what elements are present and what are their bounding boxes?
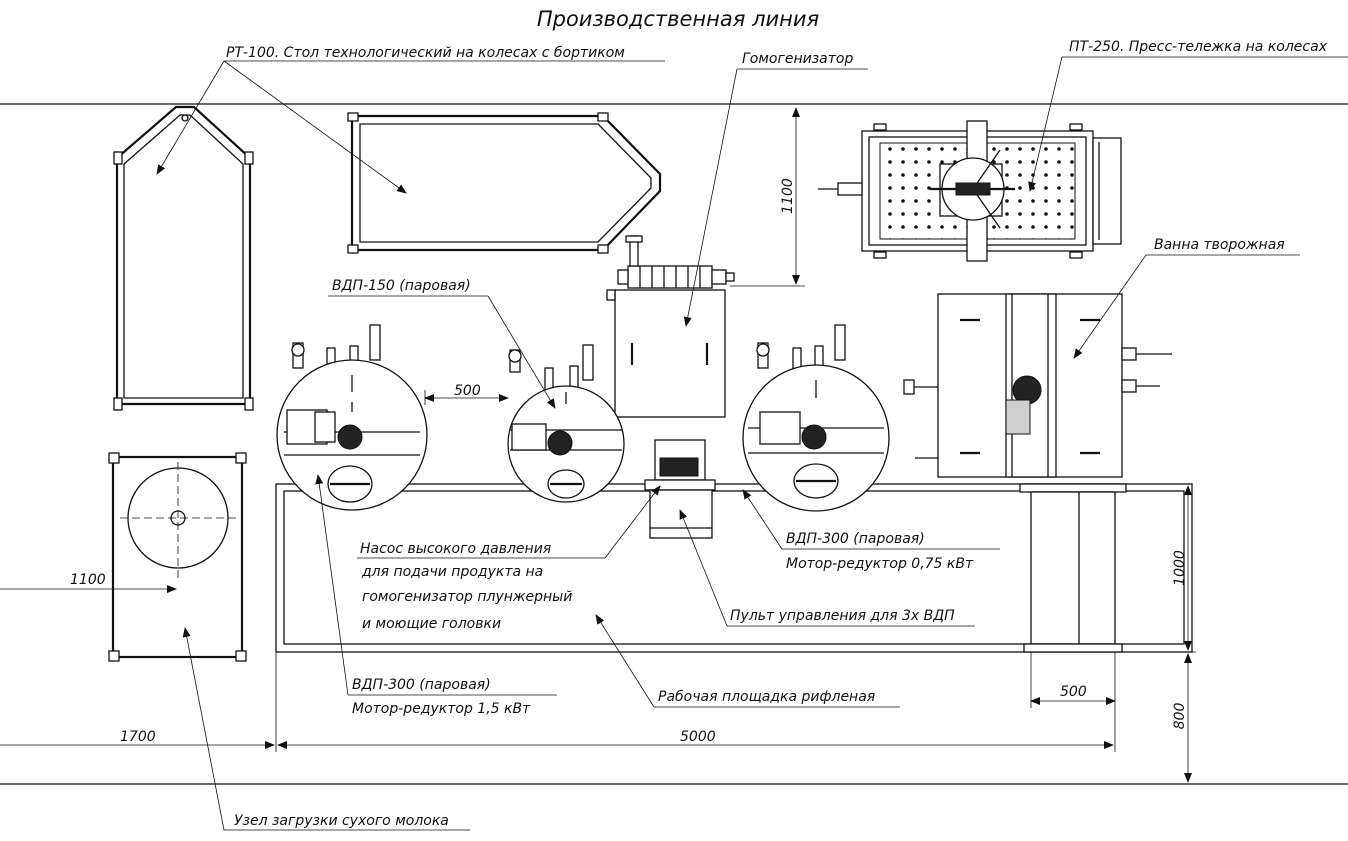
label-vdp300-right-1: ВДП-300 (паровая) (786, 531, 925, 547)
curd-bath-stand (1019, 483, 1127, 653)
curd-bath (903, 293, 1172, 478)
label-platform: Рабочая площадка рифленая (658, 689, 875, 705)
label-pump-3: гомогенизатор плунжерный (362, 589, 572, 605)
drawing-title: Производственная линия (537, 7, 819, 31)
dim-5000: 5000 (680, 729, 716, 745)
vdp150-center (507, 344, 625, 503)
dim-800: 800 (1172, 703, 1188, 730)
rt100-table-vertical (113, 105, 254, 411)
label-pump-2: для подачи продукта на (361, 564, 543, 580)
label-pt250: ПТ-250. Пресс-тележка на колесах (1069, 39, 1328, 55)
dim-500-base: 500 (1060, 684, 1087, 700)
vdp300-right (742, 324, 890, 512)
dim-1700: 1700 (120, 729, 156, 745)
powder-loading-unit (108, 452, 247, 662)
dim-1000: 1000 (1172, 550, 1188, 586)
label-pump-4: и моющие головки (362, 616, 501, 632)
label-vdp300-right-2: Мотор-редуктор 0,75 кВт (786, 556, 974, 572)
label-rt100: РТ-100. Стол технологический на колесах … (226, 45, 625, 61)
label-control-panel: Пульт управления для 3х ВДП (730, 608, 955, 624)
dim-1100-horizontal: 1100 (70, 572, 106, 588)
label-pump-1: Насос высокого давления (360, 541, 551, 557)
vdp300-left (276, 324, 428, 511)
rt100-table-horizontal (347, 112, 662, 254)
label-vdp300-left-1: ВДП-300 (паровая) (352, 677, 491, 693)
label-curd-bath: Ванна творожная (1154, 237, 1285, 253)
label-vdp300-left-2: Мотор-редуктор 1,5 кВт (352, 701, 531, 717)
label-vdp150: ВДП-150 (паровая) (332, 278, 471, 294)
label-powder-unit: Узел загрузки сухого молока (234, 813, 449, 829)
homogenizer (606, 235, 735, 418)
label-homogenizer: Гомогенизатор (742, 51, 853, 67)
dim-500-gap: 500 (454, 383, 481, 399)
pt250-press-cart (818, 120, 1122, 262)
dim-1100-vertical: 1100 (780, 178, 796, 214)
control-panel-pump (644, 439, 716, 539)
